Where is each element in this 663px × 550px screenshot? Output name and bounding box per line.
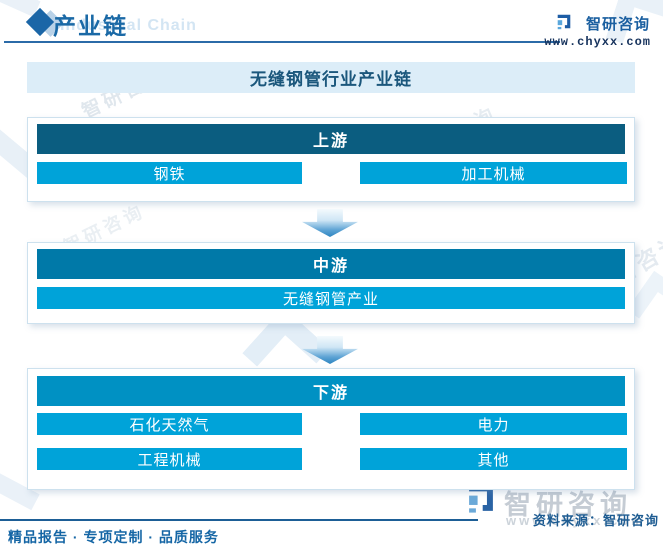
- downstream-item-other: 其他: [360, 448, 627, 470]
- upstream-item-steel: 钢铁: [37, 162, 302, 184]
- flow-arrow-down-icon: [302, 209, 358, 237]
- section-downstream: 下游 石化天然气 电力 工程机械 其他: [27, 368, 635, 490]
- footer-divider: [0, 519, 478, 521]
- section-header-upstream: 上游: [37, 124, 625, 154]
- flow-arrow-down-icon: [302, 336, 358, 364]
- chart-title: 无缝钢管行业产业链: [27, 62, 635, 93]
- header-divider: [4, 41, 560, 43]
- section-midstream: 中游 无缝钢管产业: [27, 242, 635, 324]
- bottom-brand-name: 智研咨询: [504, 490, 632, 520]
- downstream-item-petrochemical: 石化天然气: [37, 413, 302, 435]
- section-header-downstream: 下游: [37, 376, 625, 406]
- source-note: 资料来源：智研咨询: [532, 513, 659, 528]
- section-header-midstream: 中游: [37, 249, 625, 279]
- brand-website: www.chyxx.com: [544, 35, 651, 49]
- section-upstream: 上游 钢铁 加工机械: [27, 117, 635, 202]
- bottom-brand-website: www.chyxx.com: [506, 513, 646, 528]
- downstream-item-engineering: 工程机械: [37, 448, 302, 470]
- header-subtitle-en: Industrial Chain: [60, 17, 197, 34]
- upstream-item-machinery: 加工机械: [360, 162, 627, 184]
- downstream-item-power: 电力: [360, 413, 627, 435]
- page-title: 产业链: [53, 13, 128, 39]
- brand-logo-icon: [555, 13, 573, 36]
- brand-name: 智研咨询: [585, 16, 650, 33]
- footer-tagline: 精品报告 · 专项定制 · 品质服务: [8, 529, 219, 545]
- midstream-item-seamless-pipe: 无缝钢管产业: [37, 287, 625, 309]
